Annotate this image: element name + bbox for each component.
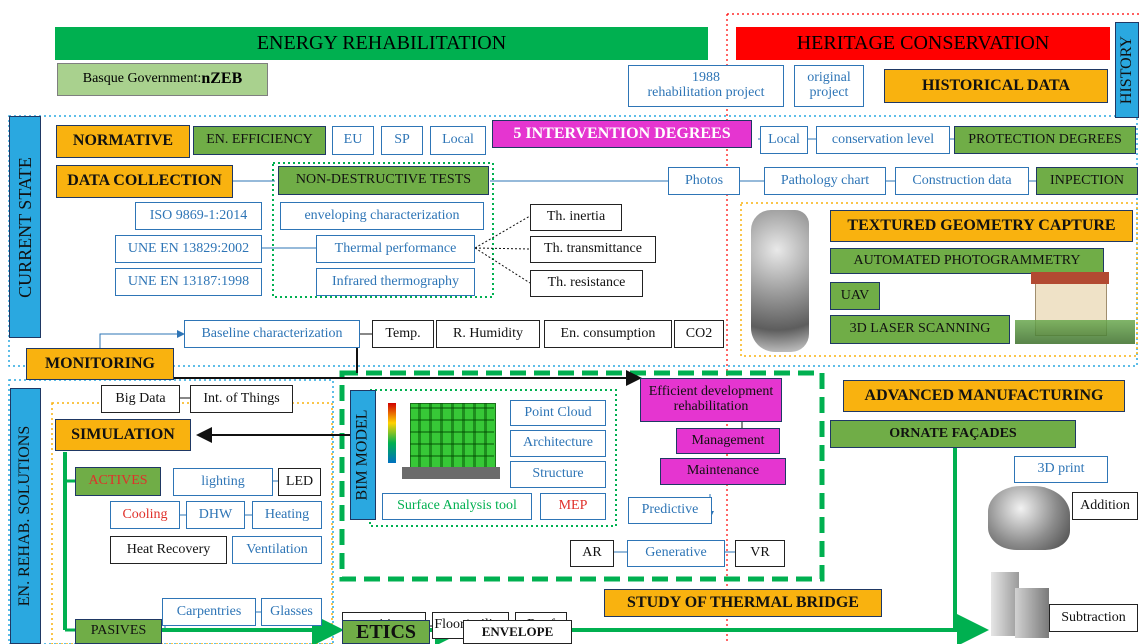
thermal-performance-box: Thermal performance: [316, 235, 475, 263]
advanced-manufacturing-box: ADVANCED MANUFACTURING: [843, 380, 1125, 412]
inpection-box: INPECTION: [1036, 167, 1138, 195]
thermal-bridge-box: STUDY OF THERMAL BRIDGE: [604, 589, 882, 617]
construction-data-box: Construction data: [895, 167, 1029, 195]
maintenance-box: Maintenance: [660, 458, 786, 485]
current-state-label: CURRENT STATE: [9, 116, 41, 338]
th-inertia-box: Th. inertia: [530, 204, 622, 231]
data-collection-box: DATA COLLECTION: [56, 165, 233, 198]
historical-data-box: HISTORICAL DATA: [884, 69, 1108, 103]
glasses-box: Glasses: [261, 598, 322, 626]
une-13187-box: UNE EN 13187:1998: [115, 268, 262, 296]
uav-box: UAV: [830, 282, 880, 310]
generative-box: Generative: [627, 540, 725, 567]
humidity-box: R. Humidity: [436, 320, 540, 348]
big-data-box: Big Data: [101, 385, 180, 413]
efficient-development-box: Efficient development rehabilitation: [640, 378, 782, 422]
ar-box: AR: [570, 540, 614, 567]
printed-ornament-image: [988, 486, 1070, 550]
baseline-characterization-box: Baseline characterization: [184, 320, 360, 348]
laser-scanning-box: 3D LASER SCANNING: [830, 315, 1010, 344]
sp-box: SP: [381, 126, 423, 155]
pathology-chart-box: Pathology chart: [764, 167, 886, 195]
monitoring-box: MONITORING: [26, 348, 174, 380]
cooling-box: Cooling: [110, 501, 180, 529]
en-efficiency-box: EN. EFFICIENCY: [193, 126, 326, 155]
conservation-level-box: conservation level: [816, 126, 950, 154]
heating-box: Heating: [252, 501, 322, 529]
protection-degrees-box: PROTECTION DEGREES: [954, 126, 1136, 154]
mep-box: MEP: [540, 493, 606, 520]
th-resistance-box: Th. resistance: [530, 270, 643, 297]
intervention-degrees-box: 5 INTERVENTION DEGREES: [492, 120, 752, 148]
bim-model-label: BIM MODEL: [350, 390, 376, 520]
dhw-box: DHW: [186, 501, 245, 529]
lighting-box: lighting: [173, 468, 273, 496]
local-normative-box: Local: [430, 126, 486, 155]
envelope-box: ENVELOPE: [463, 620, 572, 644]
heat-recovery-box: Heat Recovery: [110, 536, 227, 564]
automated-photogrammetry-box: AUTOMATED PHOTOGRAMMETRY: [830, 248, 1104, 274]
simulation-box: SIMULATION: [55, 419, 191, 451]
eu-box: EU: [332, 126, 374, 155]
ornate-facades-box: ORNATE FAÇADES: [830, 420, 1076, 448]
th-transmittance-box: Th. transmittance: [530, 236, 656, 263]
3d-print-box: 3D print: [1014, 456, 1108, 483]
management-box: Management: [676, 428, 780, 454]
actives-box: ACTIVES: [75, 467, 161, 496]
temp-box: Temp.: [372, 320, 434, 348]
point-cloud-box: Point Cloud: [510, 400, 606, 426]
ventilation-box: Ventilation: [232, 536, 322, 564]
local-protection-box: Local: [760, 126, 808, 154]
architecture-box: Architecture: [510, 430, 606, 457]
history-label: HISTORY: [1115, 22, 1139, 118]
normative-box: NORMATIVE: [56, 125, 190, 158]
building-photo-image: [1015, 268, 1135, 344]
iot-box: Int. of Things: [190, 385, 293, 413]
surface-analysis-tool-box: Surface Analysis tool: [382, 493, 532, 520]
original-project-box: original project: [794, 65, 864, 107]
addition-box: Addition: [1072, 492, 1138, 520]
co2-box: CO2: [674, 320, 724, 348]
pasives-box: PASIVES: [75, 619, 162, 644]
milled-ornament-image: [985, 560, 1055, 644]
predictive-box: Predictive: [628, 497, 712, 524]
non-destructive-tests-box: NON-DESTRUCTIVE TESTS: [278, 166, 489, 195]
structure-box: Structure: [510, 461, 606, 488]
textured-geometry-capture-box: TEXTURED GEOMETRY CAPTURE: [830, 210, 1133, 242]
bim-building-image: [384, 395, 502, 487]
vr-box: VR: [735, 540, 785, 567]
led-box: LED: [278, 468, 321, 496]
ornament-scan-image: [751, 210, 809, 352]
subtraction-box: Subtraction: [1049, 604, 1138, 632]
energy-rehab-title-bar: ENERGY REHABILITATION: [55, 27, 708, 60]
enveloping-characterization-box: enveloping characterization: [280, 202, 484, 230]
iso-standard-box: ISO 9869-1:2014: [135, 202, 262, 230]
carpentries-box: Carpentries: [162, 598, 256, 626]
basque-government-label: Basque Government: nZEB: [57, 63, 268, 96]
en-rehab-solutions-label: EN. REHAB. SOLUTIONS: [10, 388, 41, 644]
une-13829-box: UNE EN 13829:2002: [115, 235, 262, 263]
etics-box: ETICS: [342, 620, 430, 644]
en-consumption-box: En. consumption: [544, 320, 672, 348]
heritage-title-bar: HERITAGE CONSERVATION: [736, 27, 1110, 60]
photos-box: Photos: [668, 167, 740, 195]
rehab-project-1988-box: 1988 rehabilitation project: [628, 65, 784, 107]
infrared-thermography-box: Infrared thermography: [316, 268, 475, 296]
